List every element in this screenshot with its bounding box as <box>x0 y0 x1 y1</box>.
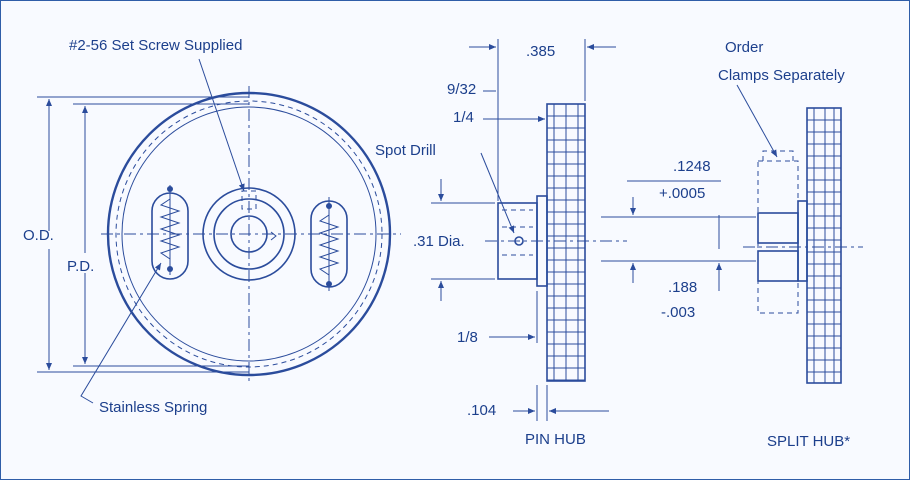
dim-188-label: .188 <box>668 279 698 296</box>
gear-front-view <box>37 58 401 404</box>
split-hub-label: SPLIT HUB* <box>767 433 851 450</box>
split-hub-side-view <box>601 84 863 384</box>
pd-label: P.D. <box>67 258 95 275</box>
dim-003-label: -.003 <box>661 304 696 321</box>
split-hub-clamp <box>757 160 799 314</box>
dim-1248-label: .1248 <box>673 158 711 175</box>
dim-31-dia-label: .31 Dia. <box>413 233 465 250</box>
set-screw-leader <box>198 58 245 192</box>
order-label-line2: Clamps Separately <box>718 67 845 84</box>
pin-hub-teeth <box>547 115 585 381</box>
order-label-line1: Order <box>725 39 764 56</box>
od-label: O.D. <box>23 227 54 244</box>
pin-hub-label: PIN HUB <box>525 431 586 448</box>
root-circle <box>121 106 377 362</box>
hub-inner-circle <box>213 198 285 270</box>
spot-drill-label: Spot Drill <box>375 142 436 159</box>
split-hub-lower-block <box>757 250 799 282</box>
dim-0005-label: +.0005 <box>659 185 706 202</box>
split-hub-upper-block <box>757 212 799 244</box>
set-screw-hole <box>241 190 257 210</box>
left-spring-slot <box>151 185 189 280</box>
right-spring-slot <box>310 197 348 291</box>
split-hub-gear-face <box>806 107 842 384</box>
dim-9-32-label: 9/32 <box>447 81 477 98</box>
dim-104-label: .104 <box>467 402 497 419</box>
spring-leader <box>80 262 162 404</box>
split-hub-collar <box>797 200 808 282</box>
dim-1-8-label: 1/8 <box>457 329 478 346</box>
pin-mark <box>270 231 277 241</box>
dim-1-4-label: 1/4 <box>453 109 474 126</box>
dim-385-label: .385 <box>526 43 556 60</box>
split-hub-teeth <box>807 119 841 373</box>
pin-hub-side-view <box>431 39 627 421</box>
clamp-screw <box>762 150 794 161</box>
set-screw-label: #2-56 Set Screw Supplied <box>69 37 243 54</box>
stainless-spring-label: Stainless Spring <box>99 399 208 416</box>
